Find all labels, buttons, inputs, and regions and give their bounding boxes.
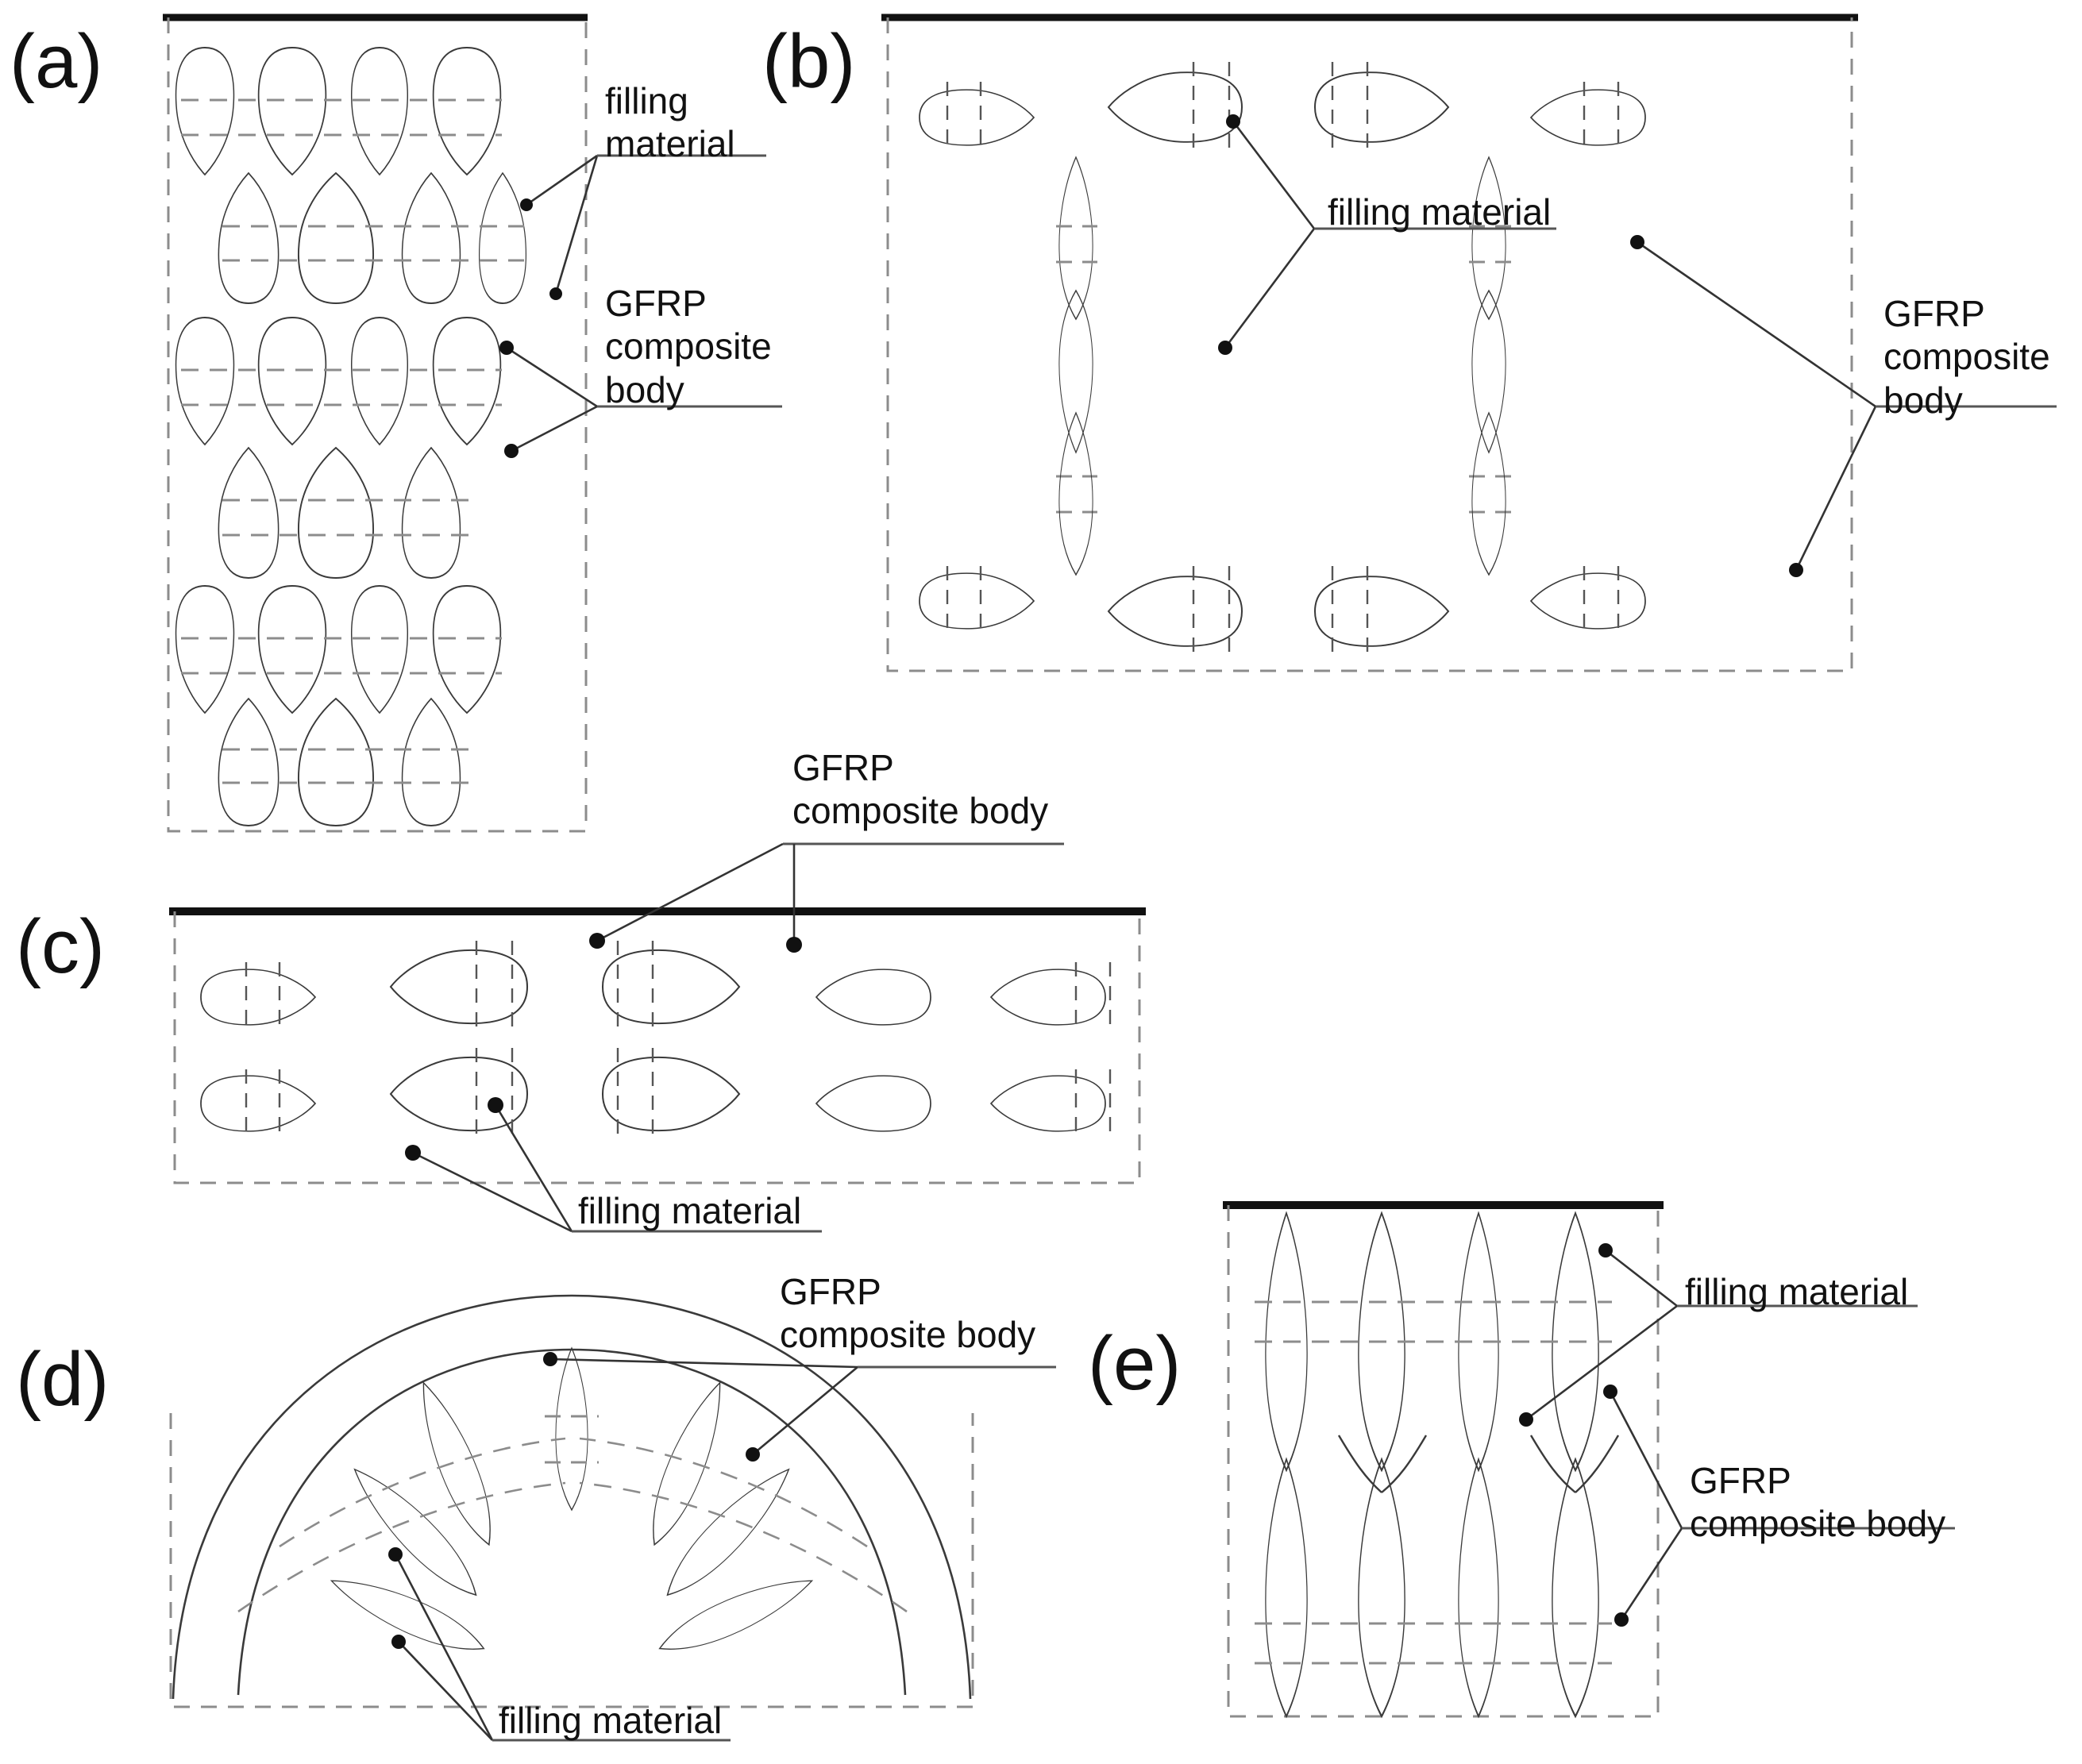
panel-e-graphic [1223,1201,1955,1718]
panel-label-a: (a) [10,19,103,104]
panel-b-filling-material-label: filling material [1328,191,1552,233]
panel-a-gfrp-label: GFRP composite body [605,283,772,410]
panel-d-graphic [169,1294,1056,1742]
panel-label-e: (e) [1088,1321,1182,1406]
panel-a-graphic [163,13,782,833]
panel-label-c: (c) [16,904,105,989]
panel-b-graphic [881,13,2057,672]
panel-label-d: (d) [16,1337,110,1422]
panel-e-filling-material-label: filling material [1685,1271,1909,1312]
panel-c-graphic [169,842,1146,1233]
panel-a-filling-material-label: filling material [605,80,735,165]
panel-d-gfrp-label: GFRP composite body [780,1271,1036,1356]
panel-c-gfrp-label: GFRP composite body [792,747,1049,832]
panel-e-gfrp-label: GFRP composite body [1690,1460,1946,1545]
panel-b-gfrp-label: GFRP composite body [1883,293,2050,421]
panel-d-filling-material-label: filling material [499,1700,723,1741]
panel-c-filling-material-label: filling material [578,1190,802,1231]
panel-label-b: (b) [762,19,856,104]
